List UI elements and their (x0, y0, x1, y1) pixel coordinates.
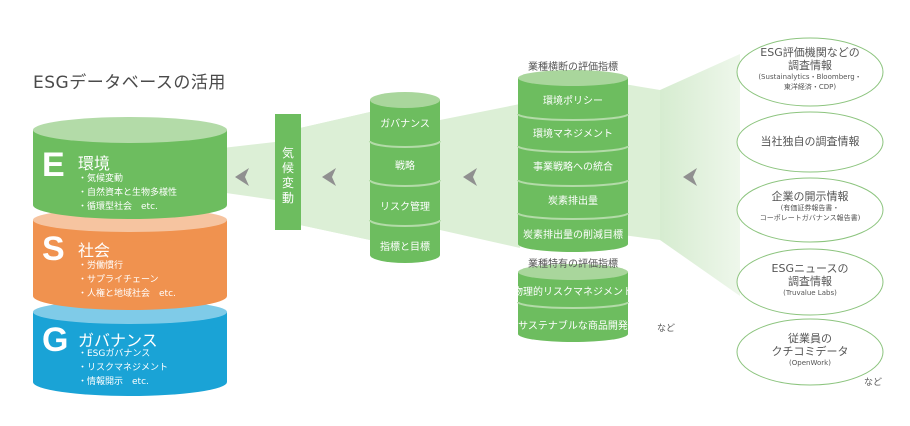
source-sub: (Truvalue Labs) (783, 289, 837, 297)
sources-etc: など (864, 378, 883, 388)
tcfd-row-risk: リスク管理 (380, 202, 430, 213)
industry-specific-cylinder (517, 264, 629, 342)
source-line: 当社独自の調査情報 (760, 135, 860, 148)
source-ellipse (736, 37, 884, 107)
arrow-left-icon (235, 168, 249, 186)
source-line: 調査情報 (788, 59, 832, 72)
tcfd-cylinder (369, 92, 441, 263)
arrow-left-icon (683, 168, 697, 186)
esg-letter-s: S (42, 230, 65, 268)
source-line: 調査情報 (788, 275, 832, 288)
esg-list-s: ・労働慣行 ・サプライチェーン ・人権と地域社会 etc. (78, 259, 176, 301)
esg-item: ・気候変動 (78, 174, 124, 184)
specific-row: 物理的リスクマネジメント (513, 287, 633, 298)
funnel-metrics (440, 104, 520, 248)
source-line: ESGニュースの (771, 262, 849, 275)
esg-item: ・循環型社会 etc. (78, 202, 158, 212)
source-line: 従業員の (788, 332, 832, 345)
climate-char: 動 (281, 191, 294, 205)
source-ellipse (736, 248, 884, 316)
source-own-research: 当社独自の調査情報 (740, 135, 880, 148)
esg-letter-e: E (42, 146, 65, 184)
cylinder-e-body (33, 130, 227, 219)
cross-row: 環境マネジメント (533, 129, 613, 140)
climate-label: 気 候 変 動 (281, 146, 295, 206)
esg-item: ・情報開示 etc. (78, 377, 149, 387)
cross-industry-cylinder (517, 70, 629, 252)
source-ellipse (736, 111, 884, 173)
cross-row: 事業戦略への統合 (533, 162, 613, 173)
arrow-left-icon (463, 168, 477, 186)
esg-list-g: ・ESGガバナンス ・リスクマネジメント ・情報開示 etc. (78, 347, 168, 389)
climate-box (275, 114, 301, 230)
esg-item: ・サプライチェーン (78, 275, 159, 285)
esg-item: ・リスクマネジメント (78, 363, 169, 373)
cross-row: 炭素排出量 (548, 196, 598, 207)
esg-item: ・自然資本と生物多様性 (78, 188, 178, 198)
source-line: 企業の開示情報 (771, 190, 849, 203)
source-esg-raters: ESG評価機関などの 調査情報 (Sustainalytics・Bloomber… (740, 46, 880, 92)
source-sub: (有価証券報告書・ (780, 204, 840, 212)
cylinder-s-body (33, 220, 227, 310)
source-sub: (OpenWork) (789, 359, 831, 367)
climate-char: 候 (281, 161, 294, 175)
source-employee-reviews: 従業員の クチコミデータ (OpenWork) (740, 332, 880, 368)
source-line: クチコミデータ (771, 345, 849, 358)
esg-heading-s: 社会 (78, 241, 111, 260)
page-title: ESGデータベースの活用 (33, 73, 226, 93)
cross-industry-heading: 業種横断の評価指標 (528, 62, 618, 73)
specific-row: サステナブルな商品開発 (518, 321, 628, 332)
industry-specific-etc: など (657, 324, 676, 334)
esg-item: ・労働慣行 (78, 261, 124, 271)
source-ellipse (736, 177, 884, 243)
esg-heading-g: ガバナンス (78, 331, 158, 350)
cylinder-e-top (33, 117, 227, 143)
cross-row: 環境ポリシー (543, 96, 603, 107)
source-sub: 東洋経済・CDP) (783, 83, 837, 91)
esg-list-e: ・気候変動 ・自然資本と生物多様性 ・循環型社会 etc. (78, 172, 177, 214)
esg-item: ・人権と地域社会 etc. (78, 289, 176, 299)
source-sub: (Sustainalytics・Bloomberg・ (758, 73, 862, 81)
source-sub: コーポレートガバナンス報告書) (759, 214, 861, 222)
funnel-sources (660, 54, 740, 296)
source-esg-news: ESGニュースの 調査情報 (Truvalue Labs) (740, 262, 880, 298)
funnel-band (300, 112, 370, 240)
tcfd-row-strategy: 戦略 (395, 161, 415, 172)
tcfd-row-governance: ガバナンス (380, 119, 430, 130)
esg-heading-e: 環境 (78, 154, 111, 173)
climate-char: 変 (281, 176, 294, 190)
cross-row: 炭素排出量の削減目標 (523, 230, 623, 241)
cylinder-g-body (33, 312, 227, 396)
esg-letter-g: G (42, 321, 69, 359)
source-ellipse (736, 318, 884, 386)
esg-item: ・ESGガバナンス (78, 349, 151, 359)
tcfd-row-metrics: 指標と目標 (380, 242, 430, 253)
source-line: ESG評価機関などの (760, 46, 860, 59)
arrow-left-icon (322, 168, 336, 186)
industry-specific-heading: 業種特有の評価指標 (528, 259, 618, 270)
source-disclosure: 企業の開示情報 (有価証券報告書・ コーポレートガバナンス報告書) (740, 190, 880, 223)
climate-char: 気 (281, 146, 294, 160)
